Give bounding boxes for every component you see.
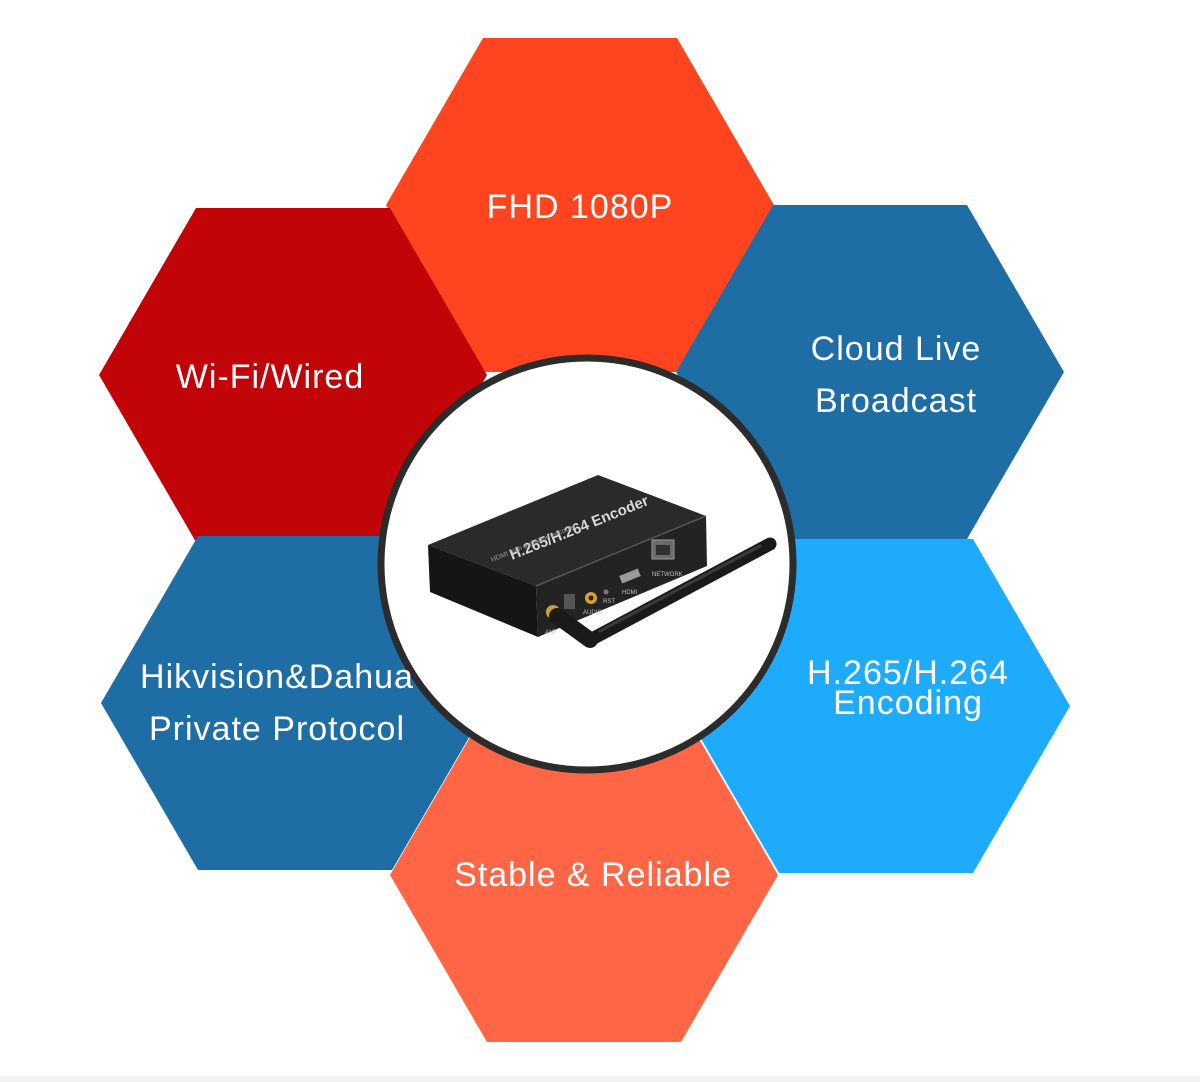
hdmi-port [619,568,641,584]
port-label-hdmi: HDMI [622,590,638,596]
product-circle: H.265/H.264 Encoder HDMI high definition… [377,354,797,774]
port-label-audio: AUDIO [583,610,602,616]
encoder-device-image: H.265/H.264 Encoder HDMI high definition… [428,475,777,648]
port-label-rst: RST [603,599,615,605]
feature-label-private-protocol: Hikvision&Dahua Private Protocol [140,658,414,748]
hex-upper-left [99,208,487,542]
hex-top [386,38,774,372]
hex-bottom [390,708,778,1042]
hex-upper-right [676,205,1064,539]
rst-button [603,589,609,595]
port-label-ant: ANT [545,630,557,636]
port-label-network: NETWORK [652,572,683,578]
antenna [546,537,777,648]
feature-label-wifi: Wi-Fi/Wired [175,358,365,396]
feature-label-cloud-live: Cloud Live Broadcast [810,330,982,420]
feature-label-encoding: H.265/H.264 Encoding [807,654,1009,722]
bottom-divider [0,1076,1200,1082]
feature-label-stable: Stable & Reliable [454,856,732,894]
feature-label-fhd: FHD 1080P [486,188,674,226]
